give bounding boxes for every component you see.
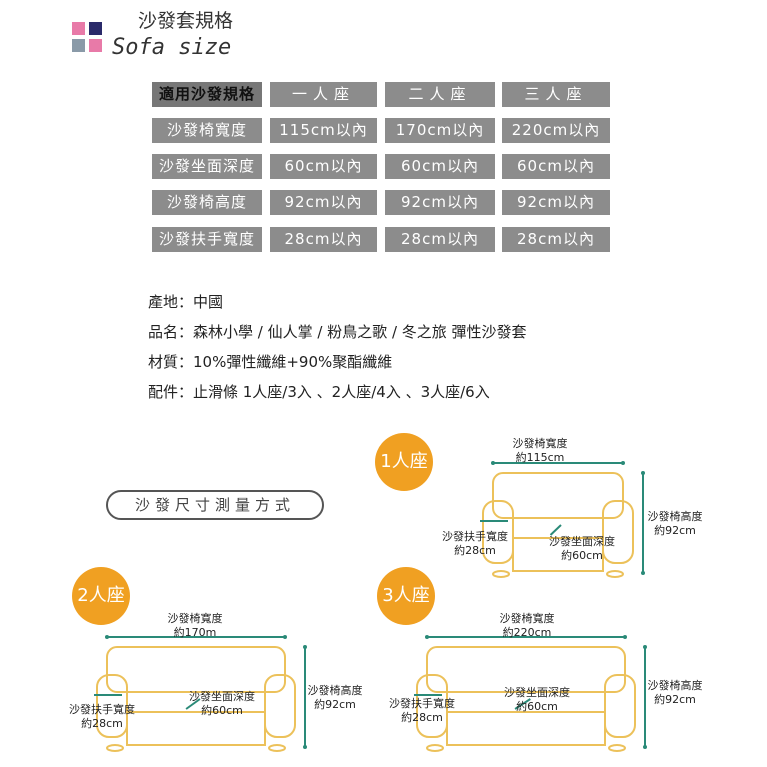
logo-square <box>72 39 85 52</box>
height-label-title: 沙發椅高度 <box>647 510 703 523</box>
depth-label-title: 沙發坐面深度 <box>549 535 615 548</box>
sofa-leg <box>106 744 124 752</box>
depth-label: 沙發坐面深度約60cm <box>497 686 577 714</box>
sofa-right-arm <box>264 674 296 738</box>
arm-label: 沙發扶手寬度約28cm <box>62 703 142 731</box>
table-cell: 28cm以內 <box>502 227 610 252</box>
logo-square <box>89 22 102 35</box>
table-header: 適用沙發規格 <box>152 82 262 107</box>
height-label-title: 沙發椅高度 <box>307 684 363 697</box>
depth-label-value: 約60cm <box>561 549 603 562</box>
width-label-value: 約220cm <box>502 626 552 639</box>
depth-label: 沙發坐面深度約60cm <box>182 690 262 718</box>
title-en: Sofa size <box>112 35 232 60</box>
arrow-head <box>623 635 627 639</box>
table-cell: 92cm以內 <box>270 190 377 215</box>
table-cell: 60cm以內 <box>270 154 377 179</box>
width-label: 沙發椅寬度約115cm <box>500 437 580 465</box>
arm-label-title: 沙發扶手寬度 <box>69 703 135 716</box>
arrow-head <box>643 645 647 649</box>
sofa-leg <box>608 744 626 752</box>
width-label-value: 約115cm <box>515 451 565 464</box>
width-label-title: 沙發椅寬度 <box>512 437 568 450</box>
arrow-head <box>105 635 109 639</box>
material: 材質：10%彈性纖維+90%聚酯纖維 <box>148 353 393 371</box>
table-cell: 28cm以內 <box>385 227 495 252</box>
arrow-head <box>303 745 307 749</box>
depth-label-value: 約60cm <box>201 704 243 717</box>
table-header: 一人座 <box>270 82 377 107</box>
title-cn: 沙發套規格 <box>138 10 234 32</box>
table-header: 三人座 <box>502 82 610 107</box>
arrow-head <box>283 635 287 639</box>
measure-title: 沙發尺寸測量方式 <box>106 490 324 520</box>
sofa-base <box>126 711 266 746</box>
seat-badge: 1人座 <box>375 433 433 491</box>
arrow-head <box>425 635 429 639</box>
seat-badge: 2人座 <box>72 567 130 625</box>
sofa-leg <box>606 570 624 578</box>
arm-label-title: 沙發扶手寬度 <box>389 697 455 710</box>
accessories: 配件：止滑條 1人座/3入 、2人座/4入 、3人座/6入 <box>148 383 490 401</box>
height-label-value: 約92cm <box>314 698 356 711</box>
arm-label-value: 約28cm <box>81 717 123 730</box>
table-header: 二人座 <box>385 82 495 107</box>
arm-label-value: 約28cm <box>401 711 443 724</box>
depth-label: 沙發坐面深度約60cm <box>542 535 622 563</box>
width-label: 沙發椅寬度約220cm <box>487 612 567 640</box>
sofa-right-arm <box>604 674 636 738</box>
width-label-title: 沙發椅寬度 <box>167 612 223 625</box>
product-name: 品名：森林小學 / 仙人掌 / 粉鳥之歌 / 冬之旅 彈性沙發套 <box>148 323 527 341</box>
logo-square <box>89 39 102 52</box>
arrow-head <box>641 471 645 475</box>
table-cell: 28cm以內 <box>270 227 377 252</box>
height-label: 沙發椅高度約92cm <box>635 679 715 707</box>
sofa-base <box>512 537 604 572</box>
arrow-head <box>643 745 647 749</box>
table-cell: 92cm以內 <box>502 190 610 215</box>
table-cell: 92cm以內 <box>385 190 495 215</box>
depth-label-value: 約60cm <box>516 700 558 713</box>
depth-label-title: 沙發坐面深度 <box>504 686 570 699</box>
height-label: 沙發椅高度約92cm <box>635 510 715 538</box>
depth-arrow <box>514 698 531 710</box>
arm-label: 沙發扶手寬度約28cm <box>382 697 462 725</box>
depth-label-title: 沙發坐面深度 <box>189 690 255 703</box>
row-label: 沙發椅高度 <box>152 190 262 215</box>
width-label: 沙發椅寬度約170m <box>155 612 235 640</box>
table-cell: 220cm以內 <box>502 118 610 143</box>
seat-badge: 3人座 <box>377 567 435 625</box>
table-cell: 60cm以內 <box>385 154 495 179</box>
origin: 產地：中國 <box>148 293 224 311</box>
table-cell: 60cm以內 <box>502 154 610 179</box>
height-label: 沙發椅高度約92cm <box>295 684 375 712</box>
table-cell: 170cm以內 <box>385 118 495 143</box>
arrow-head <box>641 571 645 575</box>
arrow-head <box>621 461 625 465</box>
height-label-title: 沙發椅高度 <box>647 679 703 692</box>
table-cell: 115cm以內 <box>270 118 377 143</box>
arrow-head <box>303 645 307 649</box>
height-label-value: 約92cm <box>654 524 696 537</box>
sofa-leg <box>426 744 444 752</box>
height-label-value: 約92cm <box>654 693 696 706</box>
arm-label-title: 沙發扶手寬度 <box>442 530 508 543</box>
sofa-back <box>106 646 286 693</box>
sofa-leg <box>268 744 286 752</box>
row-label: 沙發坐面深度 <box>152 154 262 179</box>
arm-label: 沙發扶手寬度約28cm <box>435 530 515 558</box>
row-label: 沙發椅寬度 <box>152 118 262 143</box>
depth-arrow <box>549 524 562 536</box>
arrow-head <box>491 461 495 465</box>
depth-arrow <box>185 698 201 710</box>
sofa-leg <box>492 570 510 578</box>
logo-square <box>72 22 85 35</box>
arm-label-value: 約28cm <box>454 544 496 557</box>
width-label-value: 約170m <box>173 626 217 639</box>
width-label-title: 沙發椅寬度 <box>499 612 555 625</box>
row-label: 沙發扶手寬度 <box>152 227 262 252</box>
sofa-base <box>446 711 606 746</box>
